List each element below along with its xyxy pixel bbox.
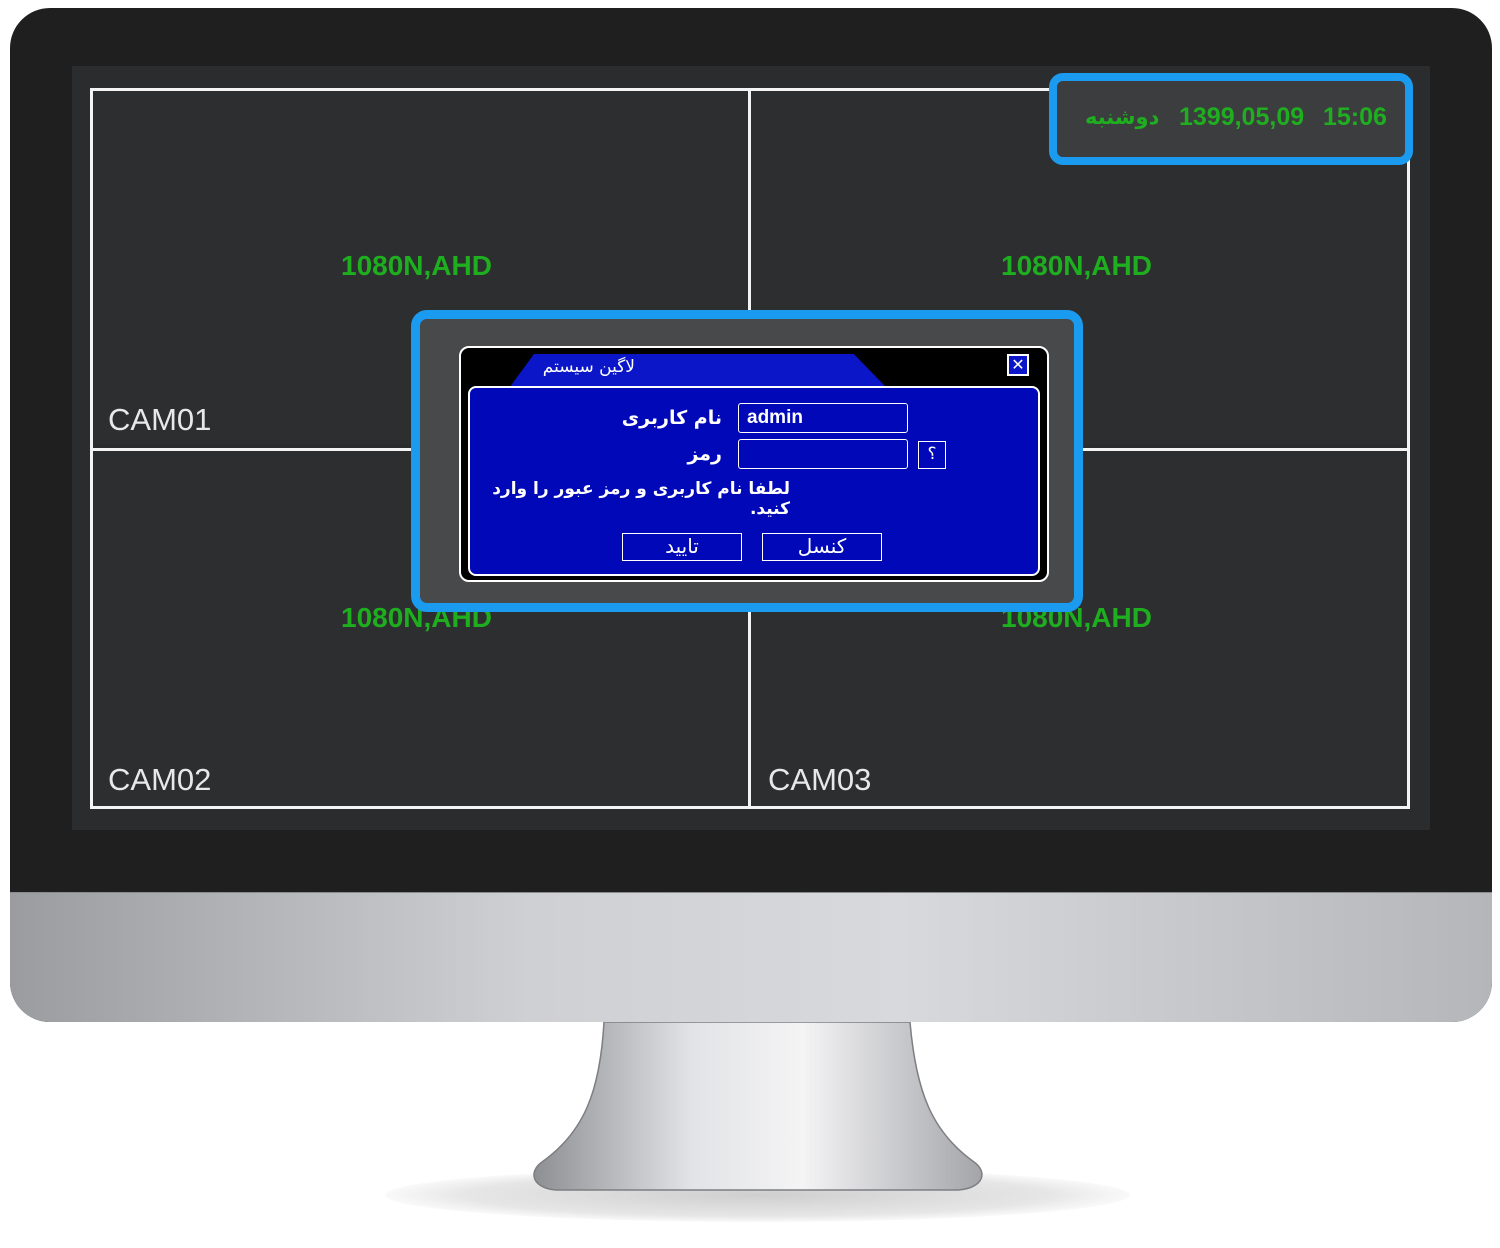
password-input[interactable]	[738, 439, 908, 469]
channel-3-name: CAM02	[108, 762, 212, 797]
ok-button[interactable]: تایید	[622, 533, 742, 561]
login-hint: لطفا نام کاربری و رمز عبور را وارد کنید.	[492, 479, 790, 519]
cancel-button[interactable]: کنسل	[762, 533, 882, 561]
username-input[interactable]	[738, 403, 908, 433]
channel-1-name: CAM01	[108, 402, 212, 437]
channel-2-resolution: 1080N,AHD	[1001, 250, 1152, 281]
password-label: رمز	[687, 443, 722, 465]
channel-1-resolution: 1080N,AHD	[341, 250, 492, 281]
dialog-title-tab	[510, 354, 885, 386]
close-icon[interactable]: ✕	[1007, 354, 1029, 376]
channel-4-name: CAM03	[768, 762, 872, 797]
login-dialog: لاگین سیستم ✕ نام کاربری رمز ؟ لطفا نام …	[459, 346, 1049, 582]
monitor-stand	[533, 1022, 983, 1191]
weekday-label: دوشنبه	[1085, 105, 1160, 129]
dialog-title: لاگین سیستم	[542, 357, 635, 377]
username-label: نام کاربری	[621, 407, 722, 429]
time-label: 15:06	[1323, 103, 1387, 131]
help-button[interactable]: ؟	[918, 441, 946, 469]
dialog-body: نام کاربری رمز ؟ لطفا نام کاربری و رمز ع…	[468, 386, 1040, 576]
datetime-overlay: دوشنبه 1399,05,09 15:06	[1049, 73, 1413, 165]
monitor-chin	[10, 892, 1492, 1022]
date-label: 1399,05,09	[1179, 103, 1305, 131]
